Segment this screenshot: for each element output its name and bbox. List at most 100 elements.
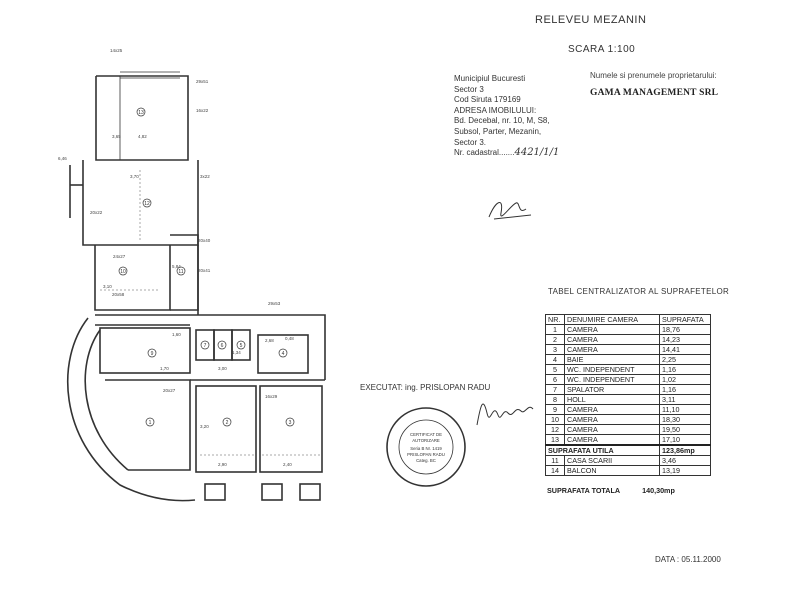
room-number-7 [200, 340, 210, 350]
dim-label: 4,82 [138, 134, 147, 139]
room-label-7: 7 [204, 343, 207, 349]
cell-area: 1,16 [659, 364, 711, 375]
cadastral-label: Nr. cadastral [454, 148, 499, 158]
room-number-2 [222, 417, 232, 427]
cell-nr: 13 [545, 434, 565, 446]
dim-label: 3,00 [218, 366, 227, 371]
authorization-stamp: CERTIFICAT DE AUTORIZARE Seria B Nr. 141… [386, 407, 466, 487]
cell-name: BALCON [564, 465, 660, 476]
room-label-1: 1 [149, 420, 152, 426]
info-line-cadastral: Nr. cadastral.......4421/1/1 [454, 147, 560, 159]
cell-nr: 3 [545, 344, 565, 355]
dim-label: 3,65 [112, 134, 121, 139]
svg-text:CERTIFICAT DE: CERTIFICAT DE [410, 432, 442, 437]
svg-text:Categ. BC: Categ. BC [416, 458, 436, 463]
pillar [204, 483, 226, 501]
room-number-13 [136, 107, 146, 117]
wall-room-2 [195, 385, 257, 473]
cell-area: 1,16 [659, 384, 711, 395]
dim-label: 1,60 [172, 332, 181, 337]
room-label-11: 11 [178, 269, 183, 275]
wall-room-4 [257, 334, 309, 374]
cell-nr: 11 [545, 455, 565, 466]
room-number-4 [278, 348, 288, 358]
document-title: RELEVEU MEZANIN [535, 14, 647, 26]
dim-label: 2,68 [265, 338, 274, 343]
dim-label: 0,48 [285, 336, 294, 341]
dim-label: 16x22 [196, 108, 209, 113]
cell-area: 18,30 [659, 414, 711, 425]
dim-label: 1,70 [160, 366, 169, 371]
cell-name: HOLL [564, 394, 660, 405]
dim-label: 2,90 [218, 462, 227, 467]
room-label-2: 2 [226, 420, 229, 426]
svg-text:PRISLOPAN RADU: PRISLOPAN RADU [407, 452, 445, 457]
total-area-row: SUPRAFATA TOTALA 140,30mp [547, 486, 675, 495]
room-label-13: 13 [138, 110, 144, 116]
info-line: Bd. Decebal, nr. 10, M, S8, [454, 116, 550, 126]
cell-nr: 7 [545, 384, 565, 395]
room-label-9: 9 [151, 351, 154, 357]
cell-name: BAIE [564, 354, 660, 365]
cell-nr: 5 [545, 364, 565, 375]
document-scale: SCARA 1:100 [568, 44, 636, 55]
cell-nr: 4 [545, 354, 565, 365]
table-header-row: NR. DENUMIRE CAMERA SUPRAFATA [545, 314, 711, 325]
useful-value: 123,86mp [659, 444, 711, 456]
cell-name: SPALATOR [564, 384, 660, 395]
room-number-9 [147, 348, 157, 358]
signature [488, 202, 532, 220]
dim-label: 3,10 [103, 284, 112, 289]
dim-label: 3,20 [200, 424, 209, 429]
dim-label: 3x22 [200, 174, 210, 179]
room-number-11 [176, 266, 186, 276]
cell-name: CAMERA [564, 414, 660, 425]
cell-name: CAMERA [564, 434, 660, 446]
cell-area: 18,76 [659, 324, 711, 335]
cell-nr: 9 [545, 404, 565, 415]
cell-name: WC. INDEPENDENT [564, 364, 660, 375]
signature [476, 403, 534, 426]
property-info: Municipiul Bucuresti Sector 3 Cod Siruta… [454, 74, 559, 159]
cell-name: CAMERA [564, 324, 660, 335]
header-nr: NR. [545, 314, 565, 325]
dim-label: 6,46 [58, 156, 67, 161]
cell-name: CAMERA [564, 424, 660, 435]
owner-label: Numele si prenumele proprietarului: [590, 71, 717, 80]
cell-area: 14,41 [659, 344, 711, 355]
cell-name: CASA SCARII [564, 455, 660, 466]
balcony-curve-outer [66, 317, 196, 502]
room-number-3 [285, 417, 295, 427]
dim-label: 29x53 [268, 301, 281, 306]
wall-room-10 [94, 245, 171, 311]
room-label-6: 6 [221, 343, 224, 349]
svg-text:AUTORIZARE: AUTORIZARE [412, 438, 440, 443]
total-label: SUPRAFATA TOTALA [547, 486, 621, 495]
info-line: Sector 3. [454, 137, 487, 147]
cell-nr: 1 [545, 324, 565, 335]
room-label-4: 4 [282, 351, 285, 357]
executed-by: EXECUTAT: ing. PRISLOPAN RADU [360, 383, 491, 392]
cell-area: 1,02 [659, 374, 711, 385]
table-title: TABEL CENTRALIZATOR AL SUPRAFETELOR [548, 287, 730, 296]
cell-area: 2,25 [659, 354, 711, 365]
wall-corridor [95, 314, 326, 380]
cell-area: 11,10 [659, 404, 711, 415]
room-number-1 [145, 417, 155, 427]
cell-area: 13,19 [659, 465, 711, 476]
cell-nr: 8 [545, 394, 565, 405]
dim-label: 14x25 [110, 48, 123, 53]
cell-area: 17,10 [659, 434, 711, 446]
wall-room-1 [105, 379, 191, 471]
room-number-6 [217, 340, 227, 350]
dim-label: 20x27 [163, 388, 176, 393]
wall-room-12 [82, 160, 199, 246]
wall-room-11 [170, 234, 199, 311]
